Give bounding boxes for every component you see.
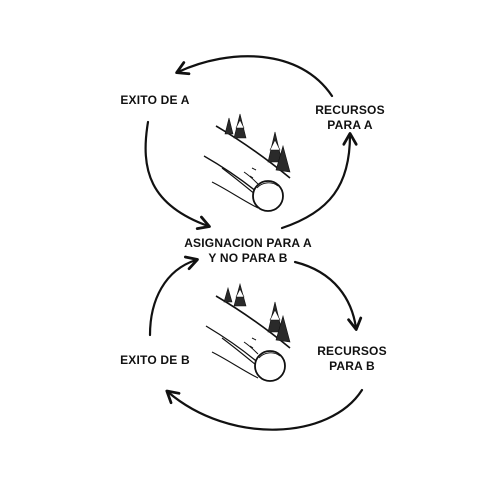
arrow-recursos-a-to-exito-a (175, 55, 334, 98)
pine-trees-icon (223, 282, 291, 343)
arrow-exito-b-to-asignacion (148, 255, 199, 337)
node-exito-a-label: EXITO DE A (120, 93, 190, 107)
node-asignacion-line1: ASIGNACION PARA A (184, 236, 312, 250)
snowball-rolling-downhill-icon (205, 282, 291, 382)
node-recursos-b: RECURSOS PARA B (302, 344, 402, 374)
node-asignacion-line2: Y NO PARA B (208, 251, 288, 265)
arrow-asignacion-to-recursos-a (280, 132, 358, 230)
node-recursos-b-line2: PARA B (329, 359, 375, 373)
arrow-asignacion-to-recursos-b (293, 260, 363, 331)
node-recursos-b-line1: RECURSOS (317, 344, 387, 358)
node-asignacion: ASIGNACION PARA A Y NO PARA B (170, 236, 326, 266)
node-recursos-a-line1: RECURSOS (315, 103, 385, 117)
node-recursos-a: RECURSOS PARA A (300, 103, 400, 133)
node-exito-b-label: EXITO DE B (120, 353, 190, 367)
arrow-recursos-b-to-exito-b (165, 388, 364, 431)
pine-trees-icon (224, 113, 291, 173)
snowball-rolling-downhill-icon (203, 113, 291, 212)
arrow-exito-a-to-asignacion (144, 120, 211, 231)
node-recursos-a-line2: PARA A (327, 118, 373, 132)
node-exito-a: EXITO DE A (112, 93, 198, 108)
node-exito-b: EXITO DE B (112, 353, 198, 368)
